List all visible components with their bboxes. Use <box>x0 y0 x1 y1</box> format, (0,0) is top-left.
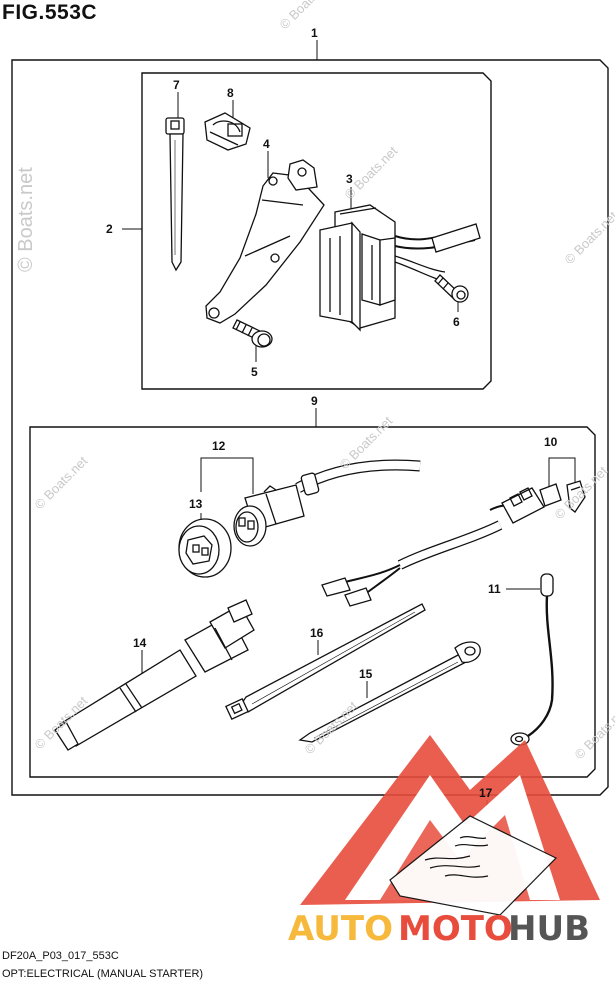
part-12-connector <box>233 459 421 547</box>
brand-wordmark: AUTO MOTO HUB <box>288 909 590 949</box>
callout-1: 1 <box>311 26 318 40</box>
brand-word-hub: HUB <box>508 909 590 949</box>
part-17-label-sheet <box>389 815 558 916</box>
watermark-faint-7: © Boats.net <box>302 698 361 757</box>
part-16-cable-tie <box>225 603 426 721</box>
callout-3: 3 <box>346 172 353 186</box>
part-8-clamp <box>204 112 251 151</box>
callout-labels: 1 2 3 4 5 6 7 8 9 10 11 12 13 14 15 16 1… <box>106 26 558 800</box>
part-15-cable-tie <box>298 641 481 743</box>
watermark-faint-5: © Boats.net <box>552 463 611 522</box>
callout-11: 11 <box>488 582 501 596</box>
callout-13: 13 <box>189 497 203 511</box>
callout-9: 9 <box>311 394 318 408</box>
callout-7: 7 <box>173 78 180 92</box>
brand-word-auto: AUTO <box>288 909 393 949</box>
callout-16: 16 <box>310 626 324 640</box>
part-6-bolt <box>434 274 469 303</box>
callout-5: 5 <box>251 365 258 379</box>
part-10-harness <box>321 480 586 607</box>
part-5-bolt <box>232 319 273 348</box>
watermark-main: © Boats.net <box>15 167 37 272</box>
callout-4: 4 <box>263 137 270 151</box>
callout-2: 2 <box>106 222 113 236</box>
figure-description: OPT:ELECTRICAL (MANUAL STARTER) <box>2 968 204 980</box>
watermark-faint-1: © Boats.net <box>277 0 336 32</box>
callout-10: 10 <box>544 435 558 449</box>
callout-8: 8 <box>227 86 234 100</box>
part-13-coupler <box>178 518 232 578</box>
outer-frame <box>11 59 609 796</box>
watermark-faint-3: © Boats.net <box>32 453 91 512</box>
group-box-bottom <box>29 426 596 778</box>
callout-15: 15 <box>359 667 373 681</box>
watermark-faint-8: © Boats.net <box>562 208 615 267</box>
callout-12: 12 <box>212 439 226 453</box>
callout-17: 17 <box>479 786 493 800</box>
part-3-regulator <box>319 204 481 332</box>
figure-code: DF20A_P03_017_553C <box>2 950 119 962</box>
figure-title: FIG.553C <box>2 1 98 24</box>
watermark-boats-net: © Boats.net © Boats.net © Boats.net © Bo… <box>15 0 615 762</box>
group-box-top <box>141 72 492 390</box>
part-11-ground-lead <box>510 573 554 746</box>
part-14-connector <box>54 599 255 751</box>
callout-6: 6 <box>453 315 460 329</box>
part-7-cable-tie <box>165 117 185 272</box>
callout-14: 14 <box>133 636 147 650</box>
brand-word-moto: MOTO <box>398 909 513 949</box>
part-4-bracket <box>205 159 325 324</box>
